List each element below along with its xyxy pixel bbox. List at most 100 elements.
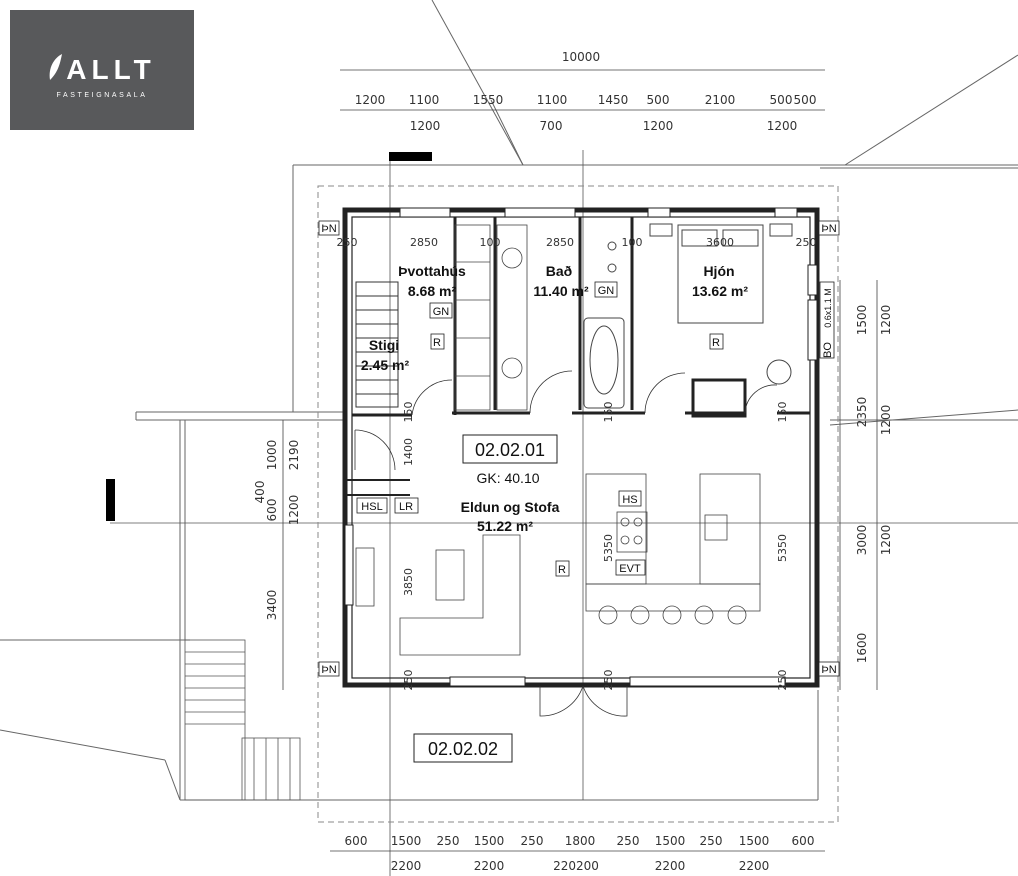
- dim-bot-9: 250: [700, 834, 723, 848]
- dim-in-top-7: 250: [796, 236, 817, 249]
- dim-left-1: 1000: [265, 440, 279, 471]
- dims-top-row2: 1200 700 1200 1200: [410, 119, 798, 133]
- dim-right-2: 1200: [879, 305, 893, 336]
- dim-left-2: 2190: [287, 440, 301, 471]
- section-marker-top: [389, 152, 432, 161]
- external-stairs: [184, 639, 301, 801]
- tag-pn-br: ÞN: [821, 664, 836, 676]
- dim-in-top-5: 100: [622, 236, 643, 249]
- dim-bot2-6: 2200: [739, 859, 770, 873]
- dim-top-9: 500: [794, 93, 817, 107]
- unit-main-box: [462, 434, 558, 464]
- tag-evt: EVT: [619, 563, 641, 575]
- dim-in-bot-2: 250: [602, 670, 615, 691]
- dim-top2-4: 1200: [767, 119, 798, 133]
- dim-top2-2: 700: [540, 119, 563, 133]
- site-lines: [0, 0, 1018, 801]
- dim-in-bot-1: 250: [402, 670, 415, 691]
- dim-total: 10000: [562, 50, 600, 64]
- dim-in-top-1: 250: [337, 236, 358, 249]
- living-fixtures: [355, 534, 521, 656]
- room-bath-area: 11.40 m²: [533, 283, 589, 299]
- site-boundary: [317, 185, 839, 823]
- tag-r-laundry: R: [433, 337, 441, 349]
- bedroom-fixtures: [649, 223, 793, 385]
- tag-pn-bl: ÞN: [321, 664, 336, 676]
- tag-hsl: HSL: [361, 501, 382, 513]
- dim-bot-3: 250: [437, 834, 460, 848]
- tag-r-living: R: [558, 564, 566, 576]
- axis-lines: [110, 150, 1018, 876]
- dim-bot-10: 1500: [739, 834, 770, 848]
- room-living-area: 51.22 m²: [477, 518, 533, 534]
- dim-bot-2: 1500: [391, 834, 422, 848]
- tags: GN GN R R R HS EVT HSL LR ÞN ÞN ÞN ÞN BO…: [318, 220, 840, 677]
- doors: [354, 370, 778, 717]
- dim-in-v-6: 5350: [776, 534, 789, 562]
- room-living-name: Eldun og Stofa: [461, 499, 560, 515]
- dim-bot2-1: 2200: [391, 859, 422, 873]
- dim-bot-7: 250: [617, 834, 640, 848]
- dim-in-top-6: 3600: [706, 236, 734, 249]
- dim-top-4: 1100: [537, 93, 568, 107]
- leaf-icon: [49, 54, 62, 80]
- room-stairs-name: Stigi: [369, 337, 399, 353]
- unit-terrace-label: 02.02.02: [428, 739, 498, 759]
- dim-in-v-1: 150: [402, 402, 415, 423]
- dims-left: 1000 2190 400 600 1200 3400: [253, 440, 301, 621]
- dim-bot2-5: 2200: [655, 859, 686, 873]
- dim-in-v-4: 150: [776, 402, 789, 423]
- dim-top-2: 1100: [409, 93, 440, 107]
- dim-bot2-2: 2200: [474, 859, 505, 873]
- dim-top-3: 1550: [473, 93, 504, 107]
- dims-bottom-row2: 2200 2200 220 200 2200 2200: [391, 859, 770, 873]
- dim-bot2-3: 220: [553, 859, 576, 873]
- tag-gn-laundry: GN: [433, 306, 450, 318]
- unit-terrace-box: [413, 733, 513, 763]
- room-bath-name: Bað: [546, 263, 572, 279]
- dims-right: 1500 1200 2350 3000 1200 1200 1600: [855, 305, 893, 664]
- dim-bot2-4: 200: [576, 859, 599, 873]
- interior-stairs: [355, 281, 399, 408]
- unit-main-label: 02.02.01: [475, 440, 545, 460]
- dims-inner: 250 2850 100 2850 100 3600 250 250 250 2…: [337, 236, 817, 691]
- dim-top2-3: 1200: [643, 119, 674, 133]
- room-laundry-area: 8.68 m²: [408, 283, 457, 299]
- dim-top-1: 1200: [355, 93, 386, 107]
- dim-right-6: 1200: [879, 405, 893, 436]
- room-master-area: 13.62 m²: [692, 283, 748, 299]
- dim-bot-5: 250: [521, 834, 544, 848]
- dim-left-6: 3400: [265, 590, 279, 621]
- dim-right-3: 2350: [855, 397, 869, 428]
- dims-top-row1: 1200 1100 1550 1100 1450 500 2100 500 50…: [355, 93, 817, 107]
- section-marker-left: [106, 479, 115, 521]
- dim-in-top-3: 100: [480, 236, 501, 249]
- dim-in-v-3: 150: [602, 402, 615, 423]
- laundry-fixtures: [454, 224, 528, 411]
- logo-brand: ALLT: [66, 54, 156, 85]
- dim-top2-1: 1200: [410, 119, 441, 133]
- dim-bot-1: 600: [345, 834, 368, 848]
- bath-fixtures: [583, 241, 625, 409]
- dim-in-v-5: 5350: [602, 534, 615, 562]
- tag-gn-bath: GN: [598, 285, 615, 297]
- logo: ALLT FASTEIGNASALA: [10, 10, 194, 130]
- tag-lr: LR: [399, 501, 413, 513]
- tag-r-master: R: [712, 337, 720, 349]
- dim-in-top-2: 2850: [410, 236, 438, 249]
- dim-top-8: 500: [770, 93, 793, 107]
- dim-left-4: 600: [265, 499, 279, 522]
- logo-subtitle: FASTEIGNASALA: [56, 92, 148, 99]
- dim-in-v-2: 1400: [402, 438, 415, 466]
- dim-top-6: 500: [647, 93, 670, 107]
- kitchen-fixtures: [585, 473, 761, 625]
- gk-label: GK: 40.10: [476, 470, 539, 486]
- dim-bot-11: 600: [792, 834, 815, 848]
- dim-right-4: 3000: [855, 525, 869, 556]
- dim-bot-8: 1500: [655, 834, 686, 848]
- room-master-name: Hjón: [703, 263, 734, 279]
- tag-bo: BO: [822, 342, 834, 358]
- dim-right-5: 1200: [879, 525, 893, 556]
- dim-in-bot-3: 250: [776, 670, 789, 691]
